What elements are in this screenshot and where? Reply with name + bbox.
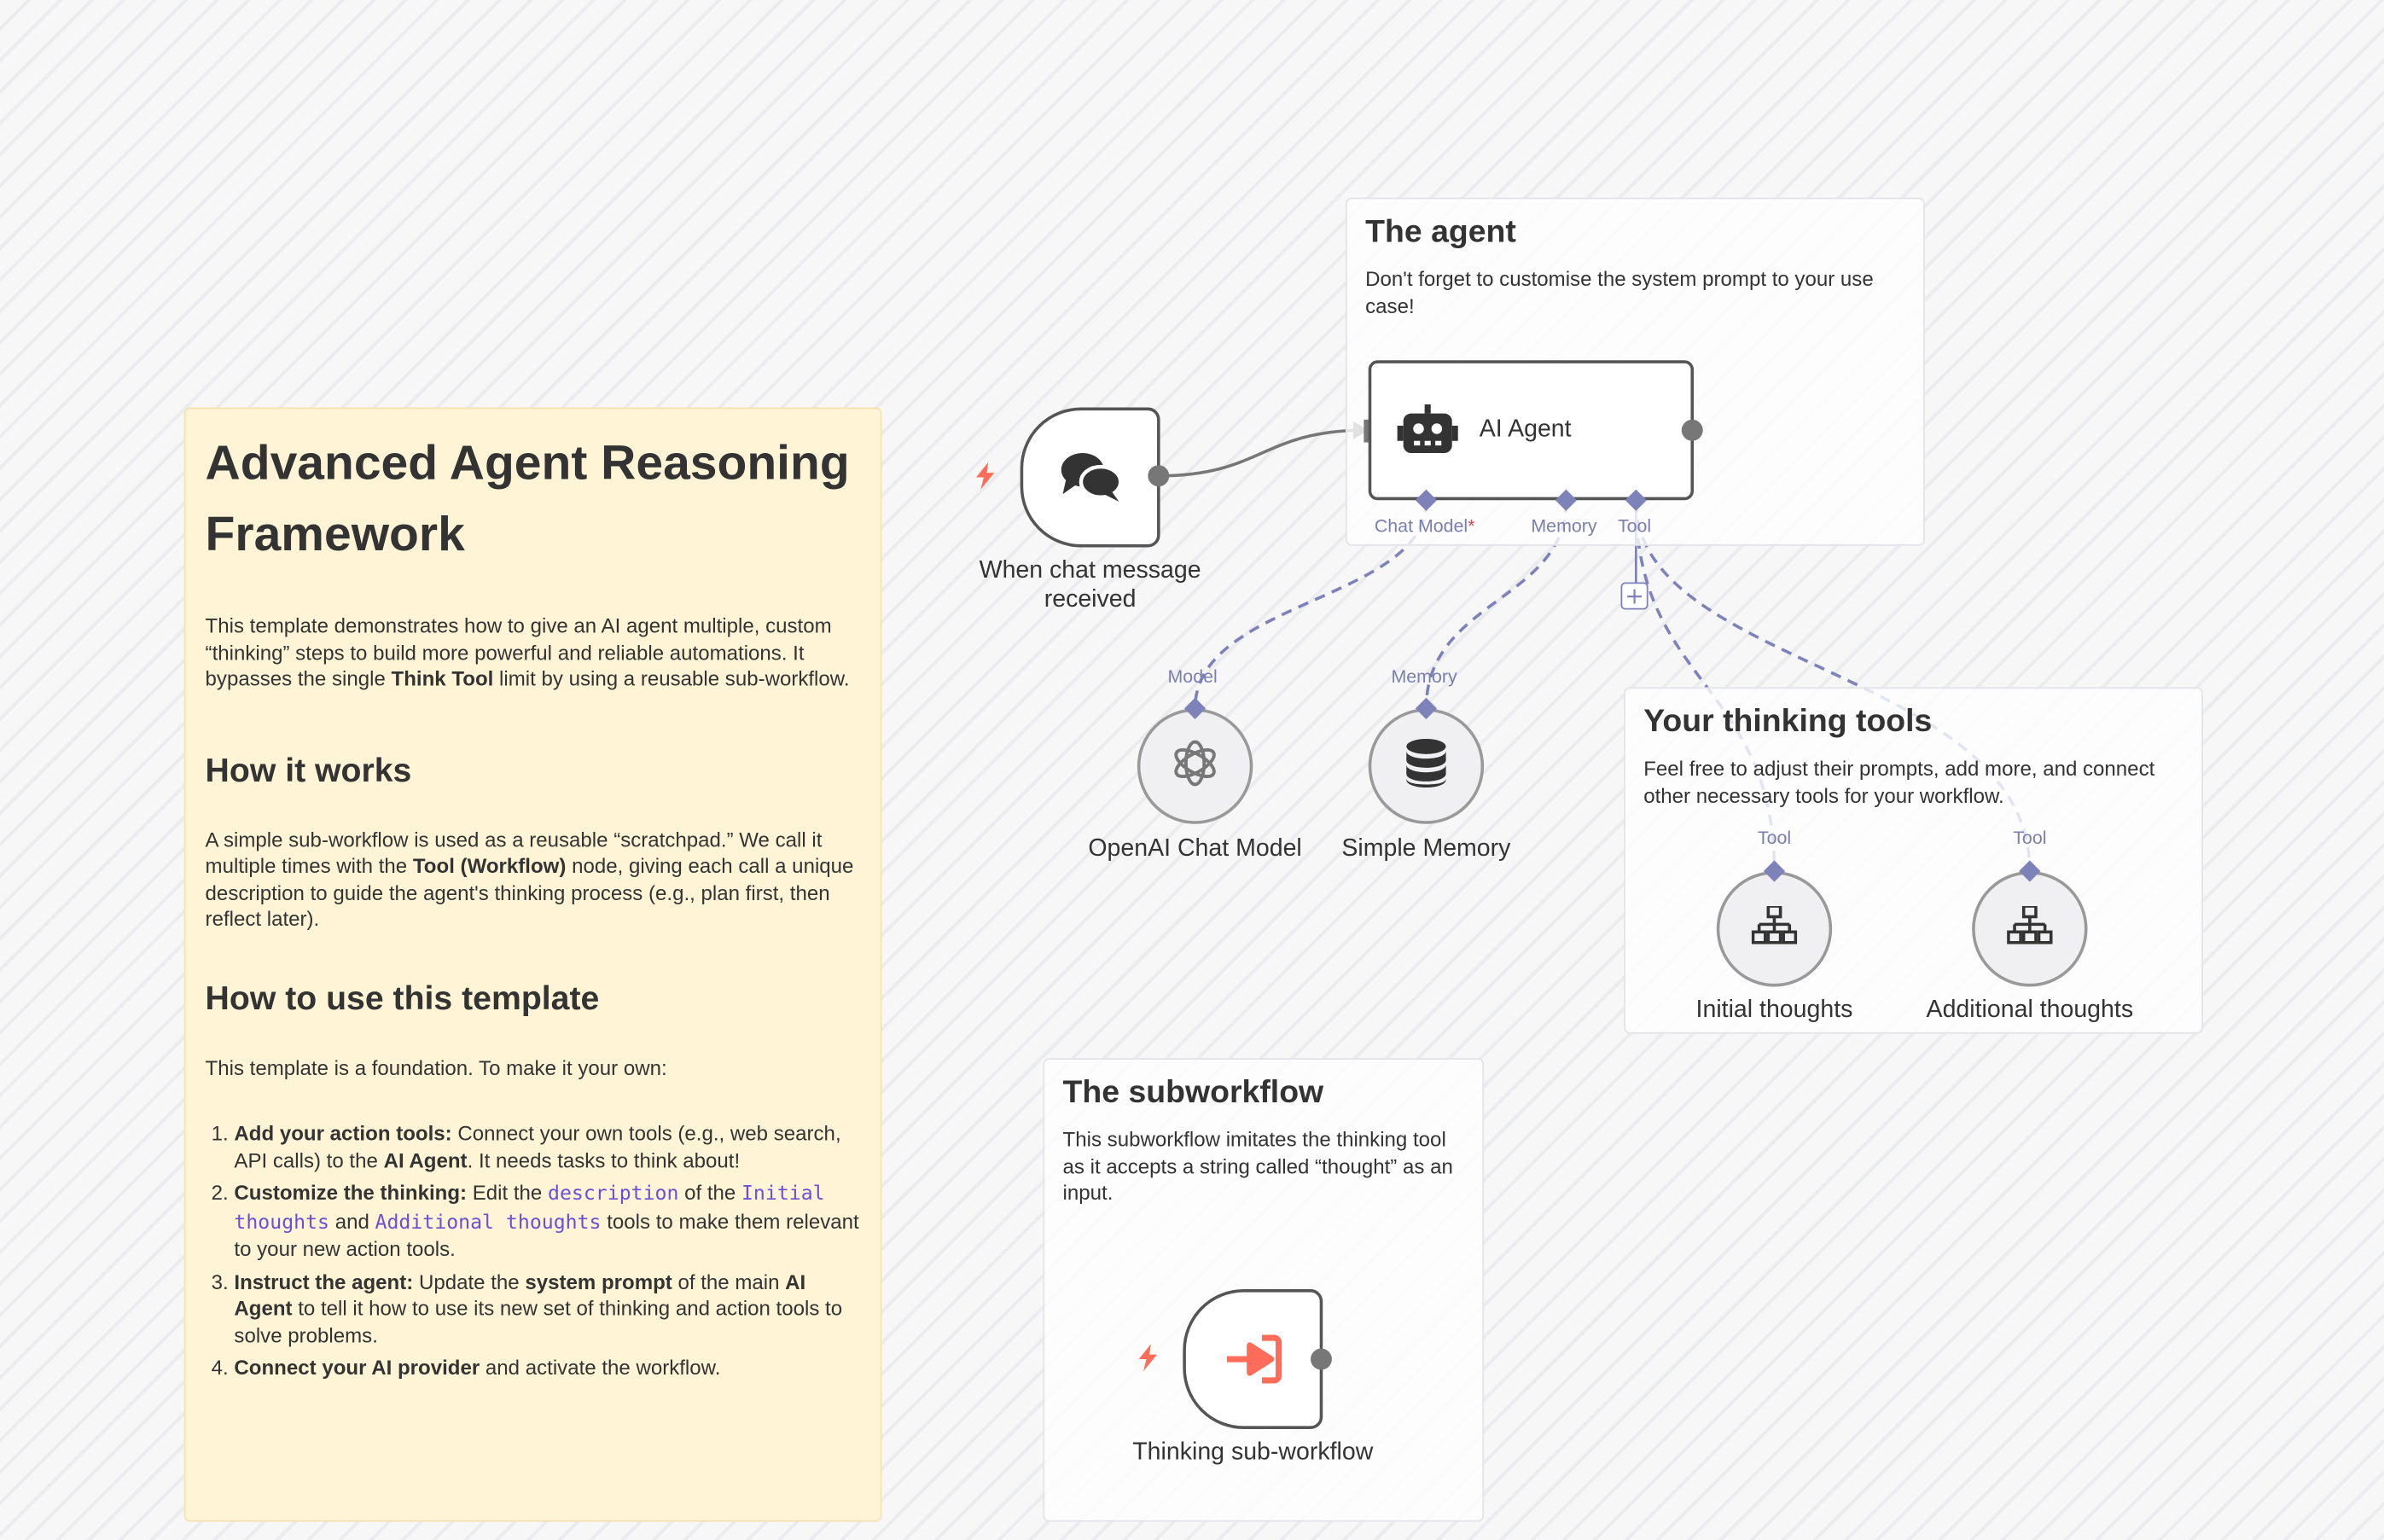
chat-bubbles-icon: [1060, 450, 1124, 512]
edge-memory: [1424, 502, 1568, 709]
ai-agent-output-handle[interactable]: [1681, 419, 1703, 441]
robot-icon: [1397, 404, 1458, 463]
chat-trigger-node[interactable]: [1020, 407, 1160, 548]
agent-note-text: Don't forget to customise the system pro…: [1365, 267, 1874, 317]
openai-chat-model-label: OpenAI Chat Model: [1088, 836, 1302, 863]
additional-thoughts-node[interactable]: [1972, 871, 2088, 987]
port-label-memory: Memory: [1531, 515, 1597, 538]
how-to-use-heading: How to use this template: [205, 978, 600, 1017]
thinking-subworkflow-label: Thinking sub-workflow: [1132, 1439, 1374, 1466]
initial-thoughts-node[interactable]: [1716, 871, 1833, 987]
thinking-subworkflow-node[interactable]: [1183, 1289, 1323, 1429]
openai-chat-model-node[interactable]: [1137, 708, 1253, 824]
sub-trigger-bolt-icon: [1137, 1344, 1159, 1379]
edge-tool-additional: [1634, 502, 2032, 872]
ai-agent-label: AI Agent: [1479, 416, 1572, 443]
chat-trigger-output-handle[interactable]: [1148, 465, 1170, 487]
edge-trigger-to-agent: [1158, 428, 1366, 478]
initial-thoughts-label: Initial thoughts: [1695, 997, 1853, 1024]
tools-note-title: Your thinking tools: [1643, 704, 1933, 740]
sitemap-icon: [1751, 904, 1798, 952]
memory-port-label: Memory: [1391, 665, 1457, 688]
agent-note-title: The agent: [1365, 214, 1516, 250]
how-it-works-heading: How it works: [205, 750, 412, 788]
initial-thoughts-port-label: Tool: [1757, 827, 1792, 849]
plus-icon: +: [1625, 582, 1644, 610]
additional-thoughts-label: Additional thoughts: [1926, 997, 2134, 1024]
how-it-works-text: A simple sub-workflow is used as a reusa…: [205, 828, 854, 931]
sticky-note-main[interactable]: Advanced Agent Reasoning Framework This …: [183, 407, 882, 1522]
main-note-title: Advanced Agent Reasoning Framework: [205, 434, 850, 561]
simple-memory-label: Simple Memory: [1341, 836, 1511, 863]
sitemap-icon: [2007, 904, 2053, 952]
usage-steps-list: Add your action tools: Connect your own …: [206, 1120, 863, 1381]
list-item: Add your action tools: Connect your own …: [234, 1120, 862, 1173]
sticky-note-subworkflow[interactable]: The subworkflow This subworkflow imitate…: [1043, 1058, 1485, 1522]
subworkflow-note-title: The subworkflow: [1062, 1074, 1324, 1110]
list-item: Instruct the agent: Update the system pr…: [234, 1269, 862, 1349]
openai-icon: [1169, 736, 1221, 795]
ai-agent-node[interactable]: AI Agent: [1368, 360, 1695, 501]
simple-memory-node[interactable]: [1368, 708, 1485, 824]
database-icon: [1404, 738, 1447, 794]
how-to-use-intro: This template is a foundation. To make i…: [205, 1055, 667, 1079]
tools-note-text: Feel free to adjust their prompts, add m…: [1643, 757, 2155, 807]
port-label-chat-model: Chat Model*: [1374, 515, 1475, 538]
thinking-subworkflow-output-handle[interactable]: [1310, 1348, 1332, 1370]
sticky-note-tools[interactable]: Your thinking tools Feel free to adjust …: [1624, 687, 2203, 1034]
chat-trigger-label: When chat message received: [979, 557, 1201, 613]
additional-thoughts-port-label: Tool: [2013, 827, 2047, 849]
port-label-tool: Tool: [1617, 515, 1652, 538]
main-note-intro: This template demonstrates how to give a…: [205, 613, 850, 690]
openai-port-label: Model: [1167, 665, 1218, 688]
subworkflow-note-text: This subworkflow imitates the thinking t…: [1062, 1128, 1453, 1205]
add-tool-button[interactable]: +: [1620, 582, 1648, 610]
sign-in-icon: [1223, 1334, 1283, 1392]
list-item: Customize the thinking: Edit the descrip…: [234, 1180, 862, 1263]
trigger-bolt-icon: [974, 462, 996, 497]
list-item: Connect your AI provider and activate th…: [234, 1355, 862, 1381]
